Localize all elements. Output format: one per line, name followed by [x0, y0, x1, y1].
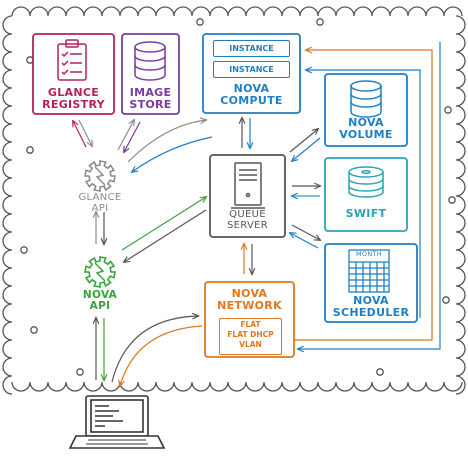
- image-store-label: IMAGE STORE: [129, 86, 172, 111]
- arrow-glanceapi-to-registry: [73, 121, 87, 148]
- queue-server-label: QUEUE SERVER: [227, 209, 268, 231]
- arrow-registry-to-glanceapi: [78, 119, 92, 146]
- server-tower-icon: [231, 162, 265, 209]
- swift-label: SWIFT: [345, 207, 387, 220]
- network-mode-vlan: VLAN: [239, 340, 262, 349]
- arrow-queue-to-volume: [289, 129, 318, 153]
- cloud-boundary: [2, 6, 466, 395]
- arrow-network-to-compute-loop: [294, 50, 433, 341]
- nova-scheduler-box: [324, 243, 418, 323]
- nova-volume-box: [324, 73, 408, 147]
- arrow-compute-to-glanceapi: [132, 136, 213, 172]
- nova-volume-label: NOVA VOLUME: [339, 116, 393, 141]
- nova-api-label: NOVA API: [82, 289, 118, 313]
- arrow-blue-to-network: [298, 42, 441, 349]
- arrow-imagestore-to-glanceapi: [124, 121, 141, 152]
- instance-box-2: INSTANCE: [213, 61, 290, 78]
- arrow-network-to-laptop: [120, 325, 203, 386]
- clipboard-icon: [57, 39, 87, 81]
- arrow-scheduler-to-queue: [290, 233, 319, 249]
- disk-stack-icon: [348, 166, 384, 198]
- nova-network-label: NOVA NETWORK: [217, 287, 282, 312]
- glance-registry-label: GLANCE REGISTRY: [42, 86, 105, 111]
- calendar-month-label: MONTH: [356, 250, 382, 258]
- arrow-queue-to-novaapi: [124, 209, 207, 262]
- swift-box: [324, 157, 408, 232]
- network-mode-flat-dhcp: FLAT DHCP: [227, 330, 274, 339]
- network-modes-box: FLAT FLAT DHCP VLAN: [219, 318, 282, 355]
- arrow-glanceapi-to-compute: [127, 120, 206, 163]
- glance-api-label: GLANCE API: [78, 192, 122, 214]
- arrow-laptop-to-network: [111, 316, 198, 383]
- nova-compute-label: NOVA COMPUTE: [220, 82, 283, 107]
- gear-icon: [84, 160, 116, 192]
- database-icon: [350, 80, 382, 118]
- database-icon: [134, 41, 166, 81]
- nova-scheduler-label: NOVA SCHEDULER: [332, 294, 410, 319]
- arrow-scheduler-to-compute-loop: [306, 70, 421, 318]
- glance-registry-box: [32, 33, 115, 115]
- nova-compute-box: [202, 33, 301, 114]
- gear-icon: [84, 256, 116, 288]
- laptop-icon: [68, 395, 166, 449]
- nova-network-box: [204, 281, 295, 358]
- network-mode-flat: FLAT: [240, 320, 261, 329]
- arrow-queue-to-scheduler: [291, 224, 320, 240]
- arrow-glanceapi-to-imagestore: [117, 120, 134, 151]
- calendar-icon: [348, 249, 390, 293]
- arrow-novaapi-to-queue: [121, 197, 206, 251]
- arrow-volume-to-queue: [292, 137, 321, 161]
- instance-box-1: INSTANCE: [213, 40, 290, 57]
